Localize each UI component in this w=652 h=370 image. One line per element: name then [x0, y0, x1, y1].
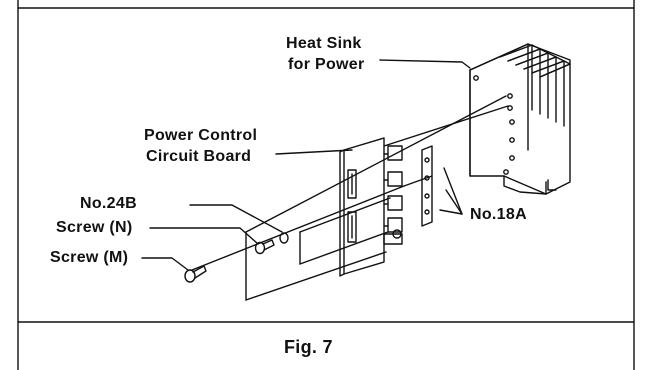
label-heat-sink-line1: Heat Sink: [286, 35, 362, 52]
label-board-line2: Circuit Board: [146, 148, 252, 165]
no24b-part: [279, 232, 289, 244]
label-screw-m: Screw (M): [50, 249, 129, 266]
label-screw-n: Screw (N): [56, 219, 133, 236]
figure-caption: Fig. 7: [284, 337, 333, 357]
screw-m-part: [184, 265, 207, 283]
assembly-lines: [191, 95, 509, 301]
label-no18a: No.18A: [470, 206, 527, 223]
figure-border: [17, 0, 635, 370]
callout-leaders: [141, 59, 471, 271]
label-no24b: No.24B: [80, 195, 137, 212]
screw-n-part: [254, 239, 275, 255]
label-board-line1: Power Control: [144, 127, 258, 144]
insulator-plates: [421, 145, 433, 227]
heat-sink: [469, 43, 571, 195]
label-heat-sink-line2: for Power: [288, 56, 365, 73]
